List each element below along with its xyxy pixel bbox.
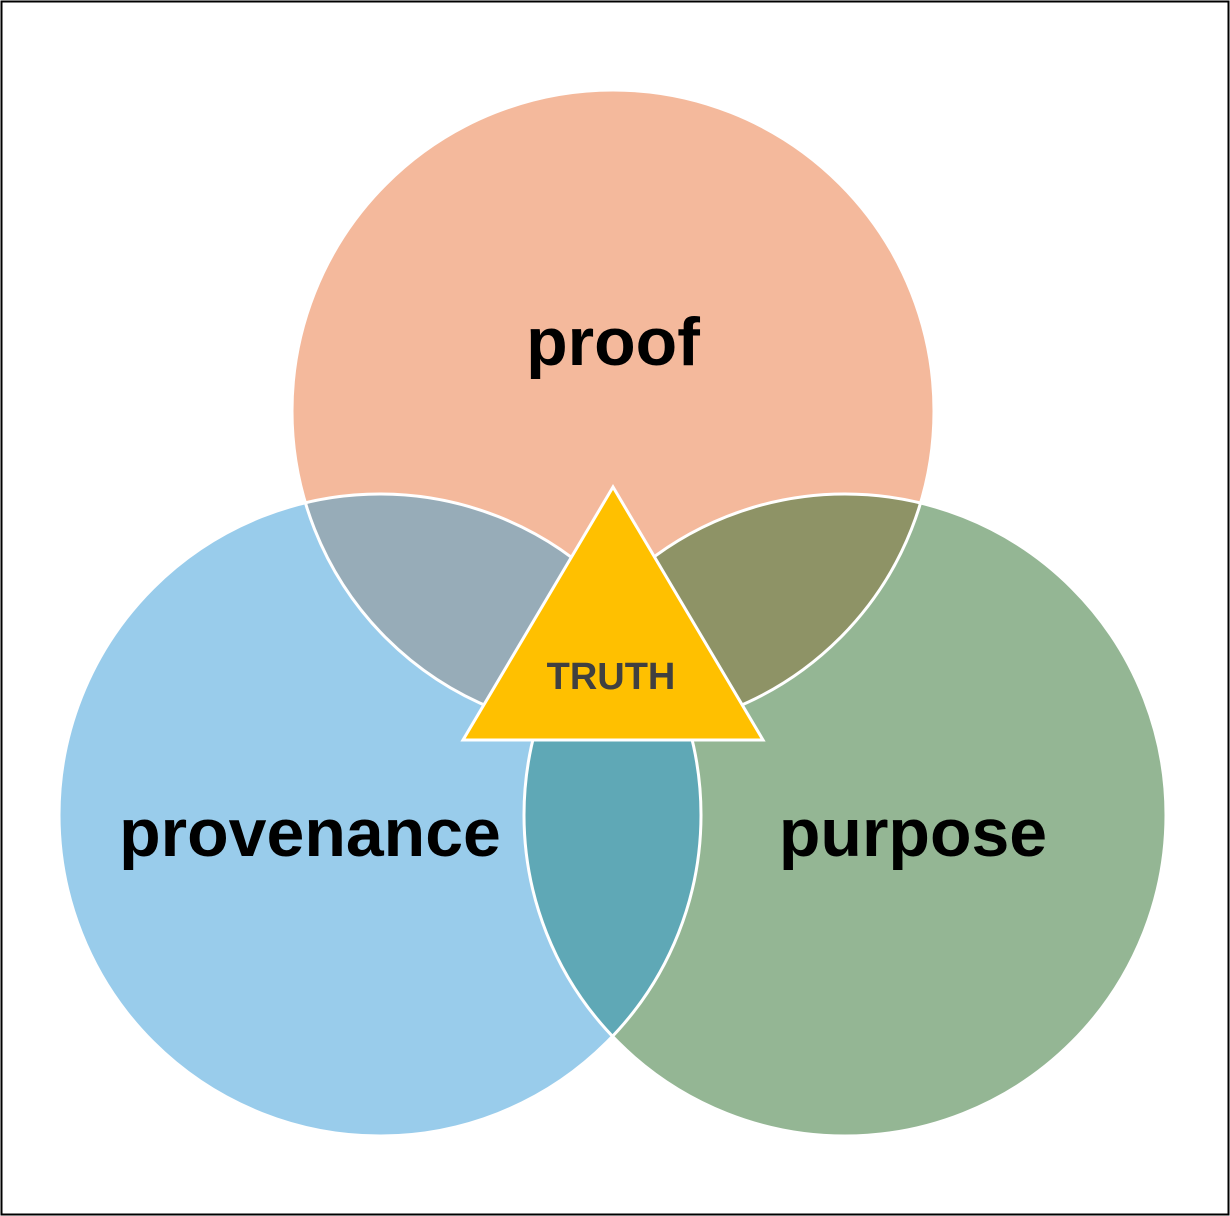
circle-purpose-outline (522, 492, 1168, 1138)
truth-triangle (460, 484, 766, 742)
label-purpose: purpose (779, 795, 1047, 871)
label-truth: TRUTH (547, 656, 676, 698)
label-proof: proof (526, 304, 700, 380)
circle-provenance-outline (57, 492, 703, 1138)
label-provenance: provenance (119, 795, 501, 871)
